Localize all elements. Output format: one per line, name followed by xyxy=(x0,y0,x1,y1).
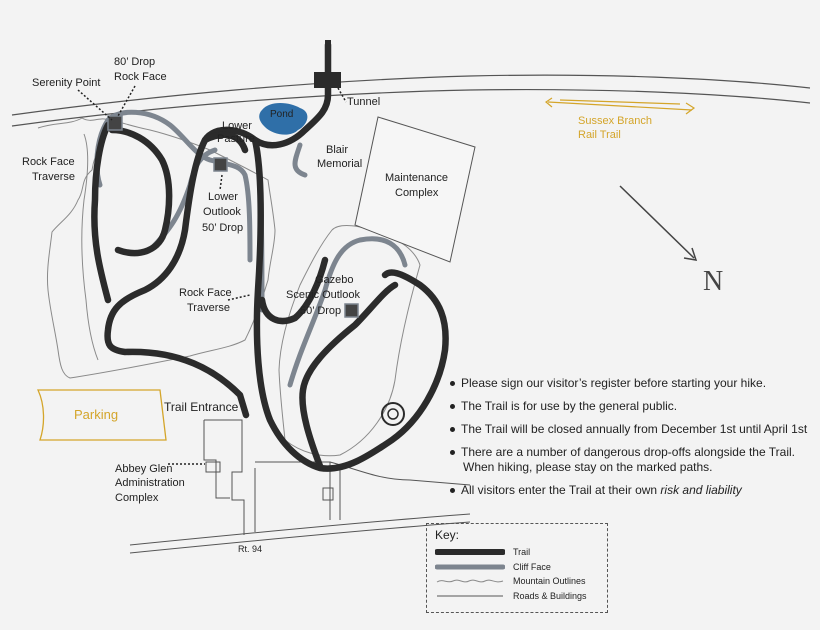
tunnel-marker xyxy=(314,40,341,88)
label-blair-2: Memorial xyxy=(317,158,362,170)
label-pond: Pond xyxy=(270,109,293,120)
note-public-text: The Trail is for use by the general publ… xyxy=(461,399,678,413)
label-rock-face-mid-1: Rock Face xyxy=(179,287,232,299)
key-cliff-swatch xyxy=(435,564,505,570)
lower-outlook-marker xyxy=(213,157,228,172)
key-row-mountain: Mountain Outlines xyxy=(435,574,599,589)
gazebo-marker xyxy=(344,303,359,318)
visitor-notes: Please sign our visitor’s register befor… xyxy=(450,376,810,506)
cliff-face xyxy=(94,109,408,388)
label-80-drop-rock-face: Rock Face xyxy=(114,71,167,83)
label-lower-pasture-1: Lower xyxy=(222,120,252,132)
note-risk-emphasis: risk and liability xyxy=(660,483,742,497)
gazebo-circle-inner xyxy=(387,408,399,420)
label-gazebo-2: Scenic Outlook xyxy=(286,289,360,301)
note-closed-text: The Trail will be closed annually from D… xyxy=(461,422,808,436)
pond xyxy=(259,103,308,135)
label-north: N xyxy=(703,266,723,297)
note-risk-prefix: All visitors enter the Trail at their ow… xyxy=(461,483,661,497)
key-mountain-swatch xyxy=(436,579,504,583)
label-rock-face-left-2: Traverse xyxy=(32,171,75,183)
label-gazebo-3: 50’ Drop xyxy=(300,305,341,317)
label-80-drop: 80’ Drop xyxy=(114,56,155,68)
label-maintenance-1: Maintenance xyxy=(385,172,448,184)
label-sussex-2: Rail Trail xyxy=(578,129,621,141)
label-serenity-point: Serenity Point xyxy=(32,77,100,89)
label-lower-pasture-2: Pasture xyxy=(217,133,255,145)
key-cliff-label: Cliff Face xyxy=(513,561,551,572)
key-title: Key: xyxy=(435,528,460,542)
note-dropoffs-line1: There are a number of dangerous drop-off… xyxy=(461,445,795,459)
label-parking: Parking xyxy=(74,407,118,422)
mountain-outlines xyxy=(37,117,421,457)
note-dropoffs-line2: When hiking, please stay on the marked p… xyxy=(463,460,713,474)
label-maintenance-2: Complex xyxy=(395,187,439,199)
key-row-roads: Roads & Buildings xyxy=(435,589,599,604)
note-closed: The Trail will be closed annually from D… xyxy=(450,422,810,437)
label-blair-1: Blair xyxy=(326,144,348,156)
note-public: The Trail is for use by the general publ… xyxy=(450,399,810,414)
sussex-arrow xyxy=(544,97,696,115)
leader-lines xyxy=(77,85,347,465)
maintenance-building xyxy=(354,116,476,263)
key-row-cliff: Cliff Face xyxy=(435,560,599,575)
label-lower-outlook-1: Lower xyxy=(208,191,238,203)
label-tunnel: Tunnel xyxy=(347,96,380,108)
north-arrow xyxy=(619,185,698,261)
label-abbey-3: Complex xyxy=(115,492,159,504)
label-abbey-1: Abbey Glen xyxy=(115,463,172,475)
parking-outline xyxy=(36,389,167,441)
label-lower-outlook-2: Outlook xyxy=(203,206,241,218)
label-sussex-1: Sussex Branch xyxy=(578,115,652,127)
label-rock-face-left-1: Rock Face xyxy=(22,156,75,168)
trail-paths xyxy=(91,41,449,472)
label-rt94: Rt. 94 xyxy=(238,544,262,554)
key-row-trail: Trail xyxy=(435,545,599,560)
label-abbey-2: Administration xyxy=(115,477,185,489)
key-roads-swatch xyxy=(437,595,503,597)
label-lower-outlook-3: 50’ Drop xyxy=(202,222,243,234)
label-trail-entrance: Trail Entrance xyxy=(164,400,239,414)
note-register-text: Please sign our visitor’s register befor… xyxy=(461,376,767,390)
key-roads-label: Roads & Buildings xyxy=(513,590,587,601)
label-rock-face-mid-2: Traverse xyxy=(187,302,230,314)
note-register: Please sign our visitor’s register befor… xyxy=(450,376,810,391)
map-key: Key: Trail Cliff Face Mountain Outlines … xyxy=(426,523,608,613)
serenity-point-marker xyxy=(107,115,123,131)
key-trail-swatch xyxy=(435,549,505,556)
gazebo-circle xyxy=(381,402,405,426)
key-trail-label: Trail xyxy=(513,547,531,558)
label-gazebo-1: Gazebo xyxy=(315,274,354,286)
key-mountain-label: Mountain Outlines xyxy=(513,576,586,587)
note-risk: All visitors enter the Trail at their ow… xyxy=(450,483,810,498)
note-dropoffs: There are a number of dangerous drop-off… xyxy=(450,445,810,475)
